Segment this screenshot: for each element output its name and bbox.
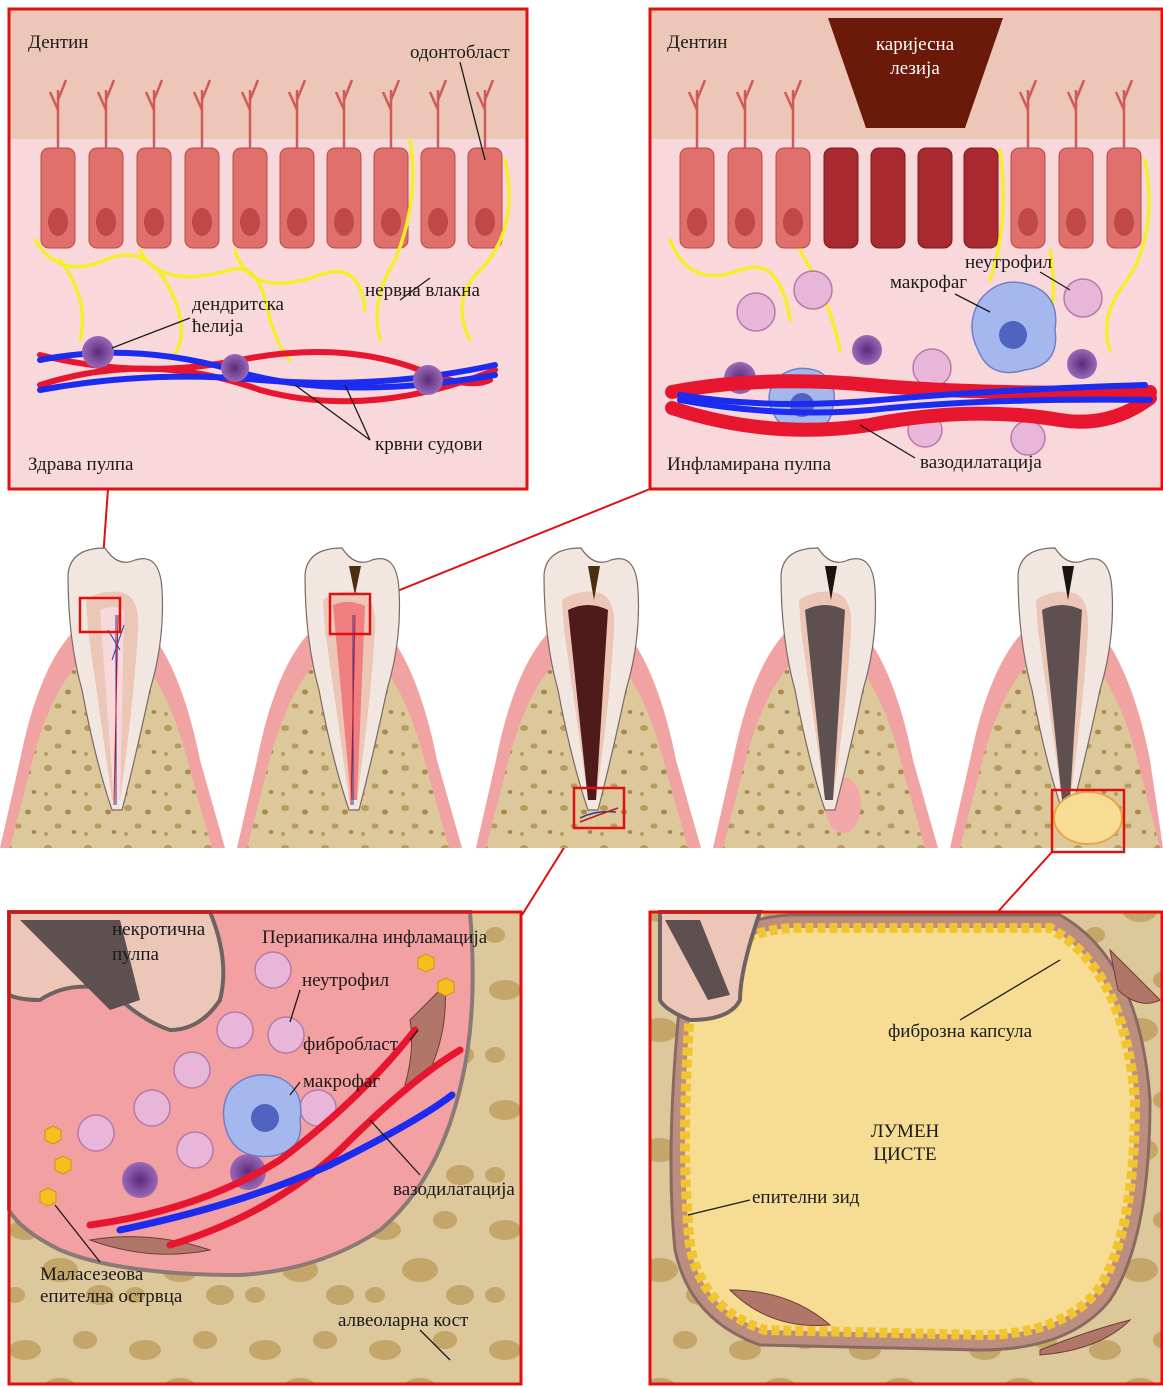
tooth-stages [0, 548, 1163, 852]
dendritic-cell-label-2: ћелија [192, 316, 244, 337]
dentin-layer [9, 9, 527, 139]
vasodilation-label: вазодилатација [920, 452, 1042, 473]
neutrophil-label: неутрофил [302, 970, 390, 991]
dendritic-cell-label-1: дендритска [192, 294, 285, 315]
inflamed-pulp-title: Инфламирана пулпа [667, 454, 832, 475]
cyst-lumen-label-1: ЛУМЕН [871, 1121, 940, 1142]
epithelial-wall-label: епителни зид [752, 1187, 860, 1208]
dentin-label: Дентин [28, 32, 88, 53]
periapical-title: Периапикална инфламација [262, 927, 488, 948]
tooth-caries [237, 548, 462, 848]
healthy-pulp-title: Здрава пулпа [28, 454, 134, 475]
panel-healthy-pulp: Дентин одонтобласт нервна влакна дендрит… [9, 9, 527, 489]
macrophage-label: макрофаг [303, 1071, 380, 1092]
blood-vessels-label: крвни судови [375, 434, 483, 455]
vasodilation-label: вазодилатација [393, 1179, 515, 1200]
necrotic-pulp-label-2: пулпа [112, 944, 159, 965]
tooth-necrosis [476, 548, 701, 848]
malassez-label-1: Маласезеова [40, 1264, 144, 1285]
alveolar-bone-label: алвеоларна кост [338, 1310, 469, 1331]
malassez-label-2: епителна острвца [40, 1286, 183, 1307]
cyst-lumen-label-2: ЦИСТЕ [873, 1144, 936, 1165]
tooth-cyst [950, 548, 1163, 852]
necrotic-pulp-label-1: некротична [112, 919, 206, 940]
fibrous-capsule-label: фиброзна капсула [888, 1021, 1033, 1042]
fibroblast-label: фибробласт [303, 1034, 399, 1055]
caries-label-1: каријесна [876, 34, 955, 55]
macrophage-label: макрофаг [890, 272, 967, 293]
odontoblast-label: одонтобласт [410, 42, 510, 63]
neutrophil-label: неутрофил [965, 252, 1053, 273]
macrophage-cell [223, 1075, 300, 1157]
tooth-periapical [713, 548, 938, 848]
panel-periapical-inflammation: некротична пулпа Периапикална инфламациј… [9, 912, 521, 1384]
panel-cyst: фиброзна капсула ЛУМЕН ЦИСТЕ епителни зи… [650, 912, 1162, 1384]
caries-label-2: лезија [890, 58, 940, 79]
panel-inflamed-pulp: Дентин каријесна лезија неутрофил макроф… [650, 9, 1162, 489]
dentin-label: Дентин [667, 32, 727, 53]
tooth-healthy [0, 548, 225, 848]
